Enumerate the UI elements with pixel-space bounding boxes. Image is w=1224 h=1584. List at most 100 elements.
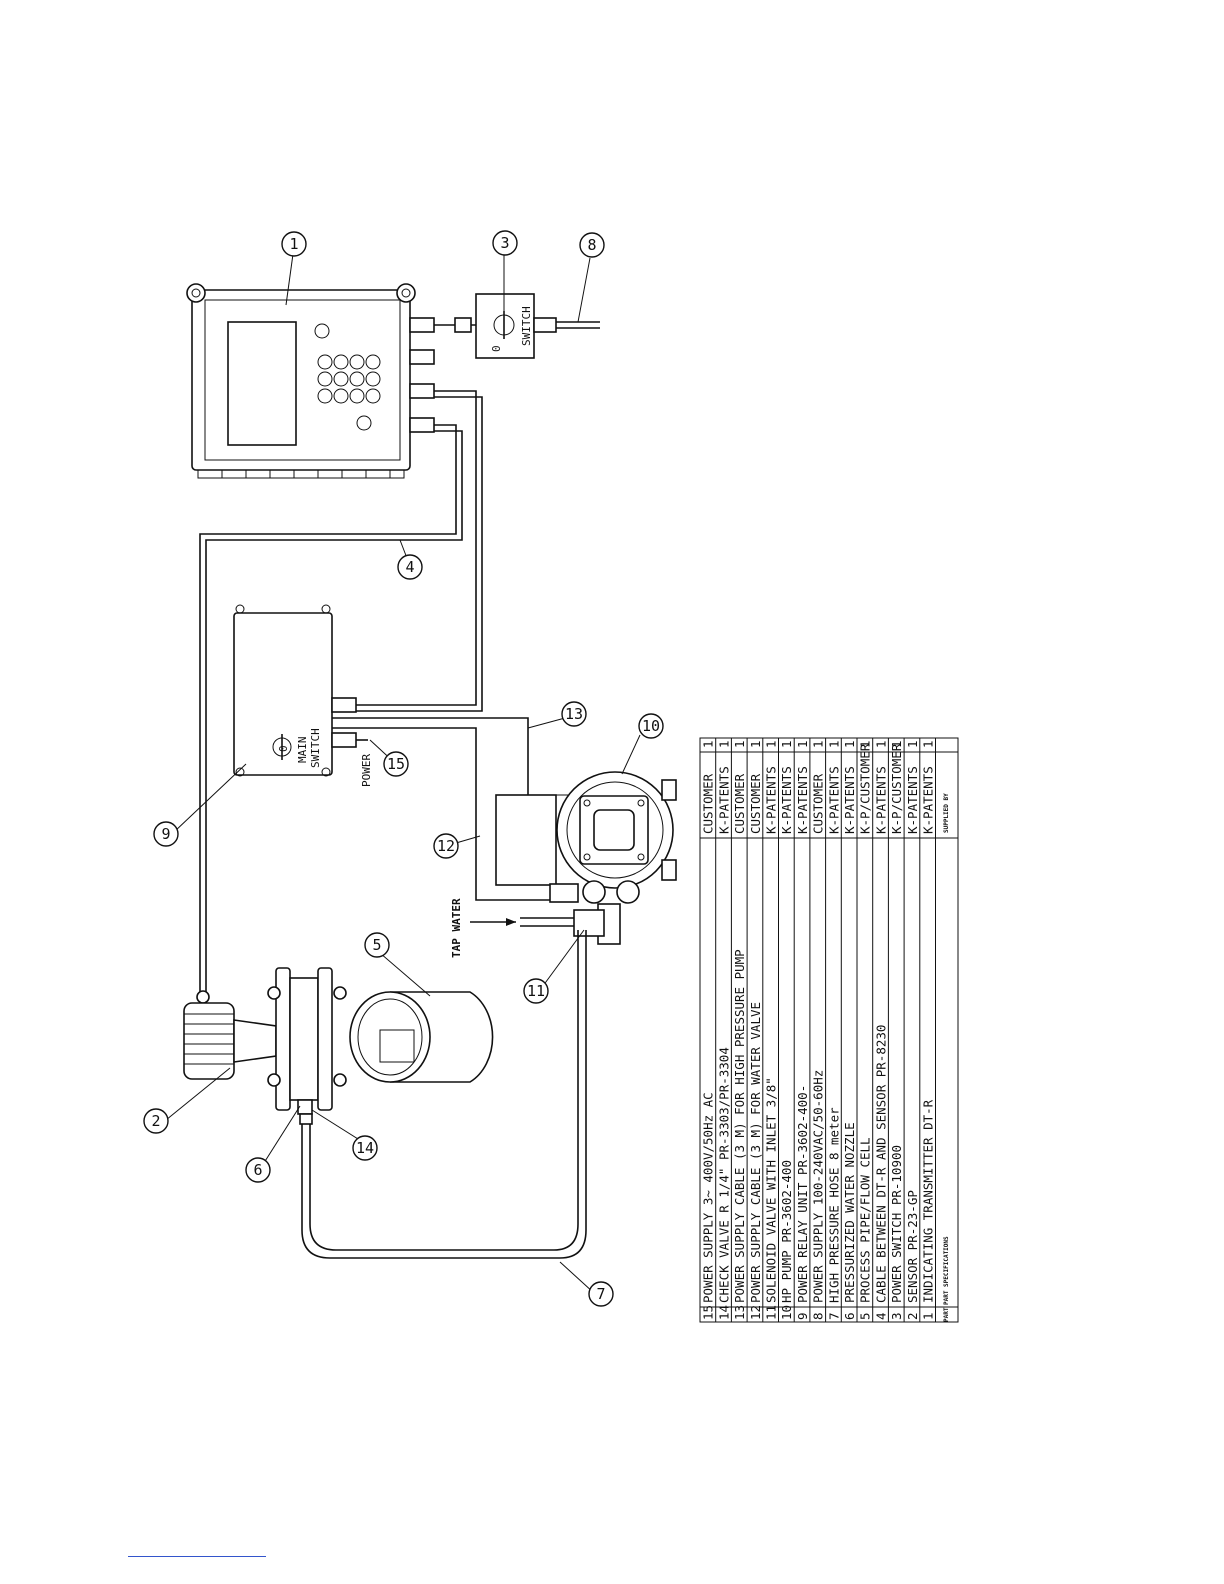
cell-spec: POWER SUPPLY CABLE (3 M) FOR WATER VALVE: [748, 1002, 763, 1303]
cell-part: 8: [811, 1312, 826, 1320]
cell-part: 2: [905, 1312, 920, 1320]
svg-text:2: 2: [151, 1112, 160, 1130]
power-switch-box: 0 SWITCH: [434, 293, 600, 359]
nozzle-and-check-valve: [297, 1099, 313, 1125]
svg-text:9: 9: [161, 825, 170, 843]
callout-8: 8: [579, 232, 605, 258]
main-switch-label-2: SWITCH: [309, 728, 322, 768]
callout-13: 13: [561, 701, 587, 727]
callout-9: 9: [153, 821, 179, 847]
hp-pump: [495, 771, 677, 945]
cell-part: 6: [842, 1312, 857, 1320]
svg-text:10: 10: [642, 717, 660, 735]
cell-part: 11: [764, 1305, 779, 1320]
cell-qty: 1: [873, 740, 888, 748]
callout-10: 10: [638, 713, 664, 739]
cell-qty: 1: [826, 740, 841, 748]
callout-14: 14: [352, 1135, 378, 1161]
sensor: [183, 967, 347, 1111]
cell-part: 13: [732, 1305, 747, 1320]
cell-spec: CHECK VALVE R 1/4" PR-3303/PR-3304: [716, 1047, 731, 1303]
cell-spec: SENSOR PR-23-GP: [905, 1190, 920, 1303]
callout-7: 7: [588, 1281, 614, 1307]
cell-spec: POWER RELAY UNIT PR-3602-400-: [795, 1085, 810, 1303]
svg-text:15: 15: [387, 755, 405, 773]
callout-15: 15: [383, 751, 409, 777]
cell-spec: INDICATING TRANSMITTER DT-R: [921, 1099, 936, 1303]
cell-supplied: K-PATENTS: [764, 766, 779, 834]
cell-spec: SOLENOID VALVE WITH INLET 3/8": [764, 1077, 779, 1303]
switch-label: SWITCH: [520, 306, 533, 346]
cell-supplied: K-PATENTS: [826, 766, 841, 834]
callout-6: 6: [245, 1157, 271, 1183]
callout-12: 12: [433, 833, 459, 859]
svg-text:12: 12: [437, 837, 455, 855]
cell-qty: 1: [905, 740, 920, 748]
svg-text:8: 8: [587, 236, 596, 254]
svg-text:6: 6: [253, 1161, 262, 1179]
cell-supplied: K-P/CUSTOMER: [889, 743, 904, 834]
table-row: 13 POWER SUPPLY CABLE (3 M) FOR HIGH PRES…: [732, 738, 748, 1322]
cable-routing: [199, 390, 552, 1000]
cell-spec: POWER SUPPLY 3~ 400V/50Hz AC: [701, 1092, 716, 1303]
main-switch-label-1: MAIN: [296, 737, 309, 764]
cell-qty: 1: [889, 740, 904, 748]
table-row: 7 HIGH PRESSURE HOSE 8 meter K-PATENTS 1: [826, 738, 842, 1322]
keypad: [317, 354, 381, 404]
cell-supplied: CUSTOMER: [701, 773, 716, 834]
cell-supplied: K-PATENTS: [905, 766, 920, 834]
cell-spec: POWER SUPPLY CABLE (3 M) FOR HIGH PRESSU…: [732, 949, 747, 1303]
header-part: PART: [943, 1307, 950, 1322]
callout-1: 1: [281, 231, 307, 257]
cell-supplied: K-PATENTS: [921, 766, 936, 834]
callout-bubbles: 1 2 3 4 5 6 7 8 9 10 11 12 13 14 15: [143, 230, 664, 1307]
cell-supplied: CUSTOMER: [748, 773, 763, 834]
callout-3: 3: [492, 230, 518, 256]
tap-water-label: TAP WATER: [450, 898, 463, 958]
header-supplied: SUPPLIED BY: [943, 793, 950, 833]
cell-qty: 1: [716, 740, 731, 748]
power-relay-unit: 0 MAIN SWITCH POWER: [233, 604, 373, 787]
cell-supplied: CUSTOMER: [811, 773, 826, 834]
solenoid-valve: TAP WATER: [450, 898, 605, 958]
cell-supplied: K-PATENTS: [716, 766, 731, 834]
callout-5: 5: [364, 932, 390, 958]
main-switch-zero-label: 0: [277, 745, 290, 752]
cell-qty: 1: [701, 740, 716, 748]
table-header: PART PART SPECIFICATIONS SUPPLIED BY: [943, 793, 950, 1322]
cell-supplied: K-PATENTS: [842, 766, 857, 834]
power-label: POWER: [360, 754, 373, 787]
svg-text:14: 14: [356, 1139, 374, 1157]
svg-text:3: 3: [500, 234, 509, 252]
cell-spec: HIGH PRESSURE HOSE 8 meter: [826, 1107, 841, 1303]
cell-qty: 1: [858, 740, 873, 748]
cell-supplied: K-P/CUSTOMER: [858, 743, 873, 834]
table-row: 6 PRESSURIZED WATER NOZZLE K-PATENTS 1: [842, 738, 858, 1322]
callout-11: 11: [523, 978, 549, 1004]
cell-qty: 1: [842, 740, 857, 748]
table-row: 2 SENSOR PR-23-GP K-PATENTS 1: [905, 738, 921, 1322]
cell-qty: 1: [764, 740, 779, 748]
cell-supplied: K-PATENTS: [795, 766, 810, 834]
header-spec: PART SPECIFICATIONS: [943, 1236, 950, 1305]
callout-2: 2: [143, 1108, 169, 1134]
cell-spec: CABLE BETWEEN DT-R AND SENSOR PR-8230: [873, 1025, 888, 1303]
cell-part: 7: [826, 1312, 841, 1320]
cell-spec: PRESSURIZED WATER NOZZLE: [842, 1122, 857, 1303]
cell-qty: 1: [748, 740, 763, 748]
cell-supplied: CUSTOMER: [732, 773, 747, 834]
cell-supplied: K-PATENTS: [873, 766, 888, 834]
cell-supplied: K-PATENTS: [779, 766, 794, 834]
